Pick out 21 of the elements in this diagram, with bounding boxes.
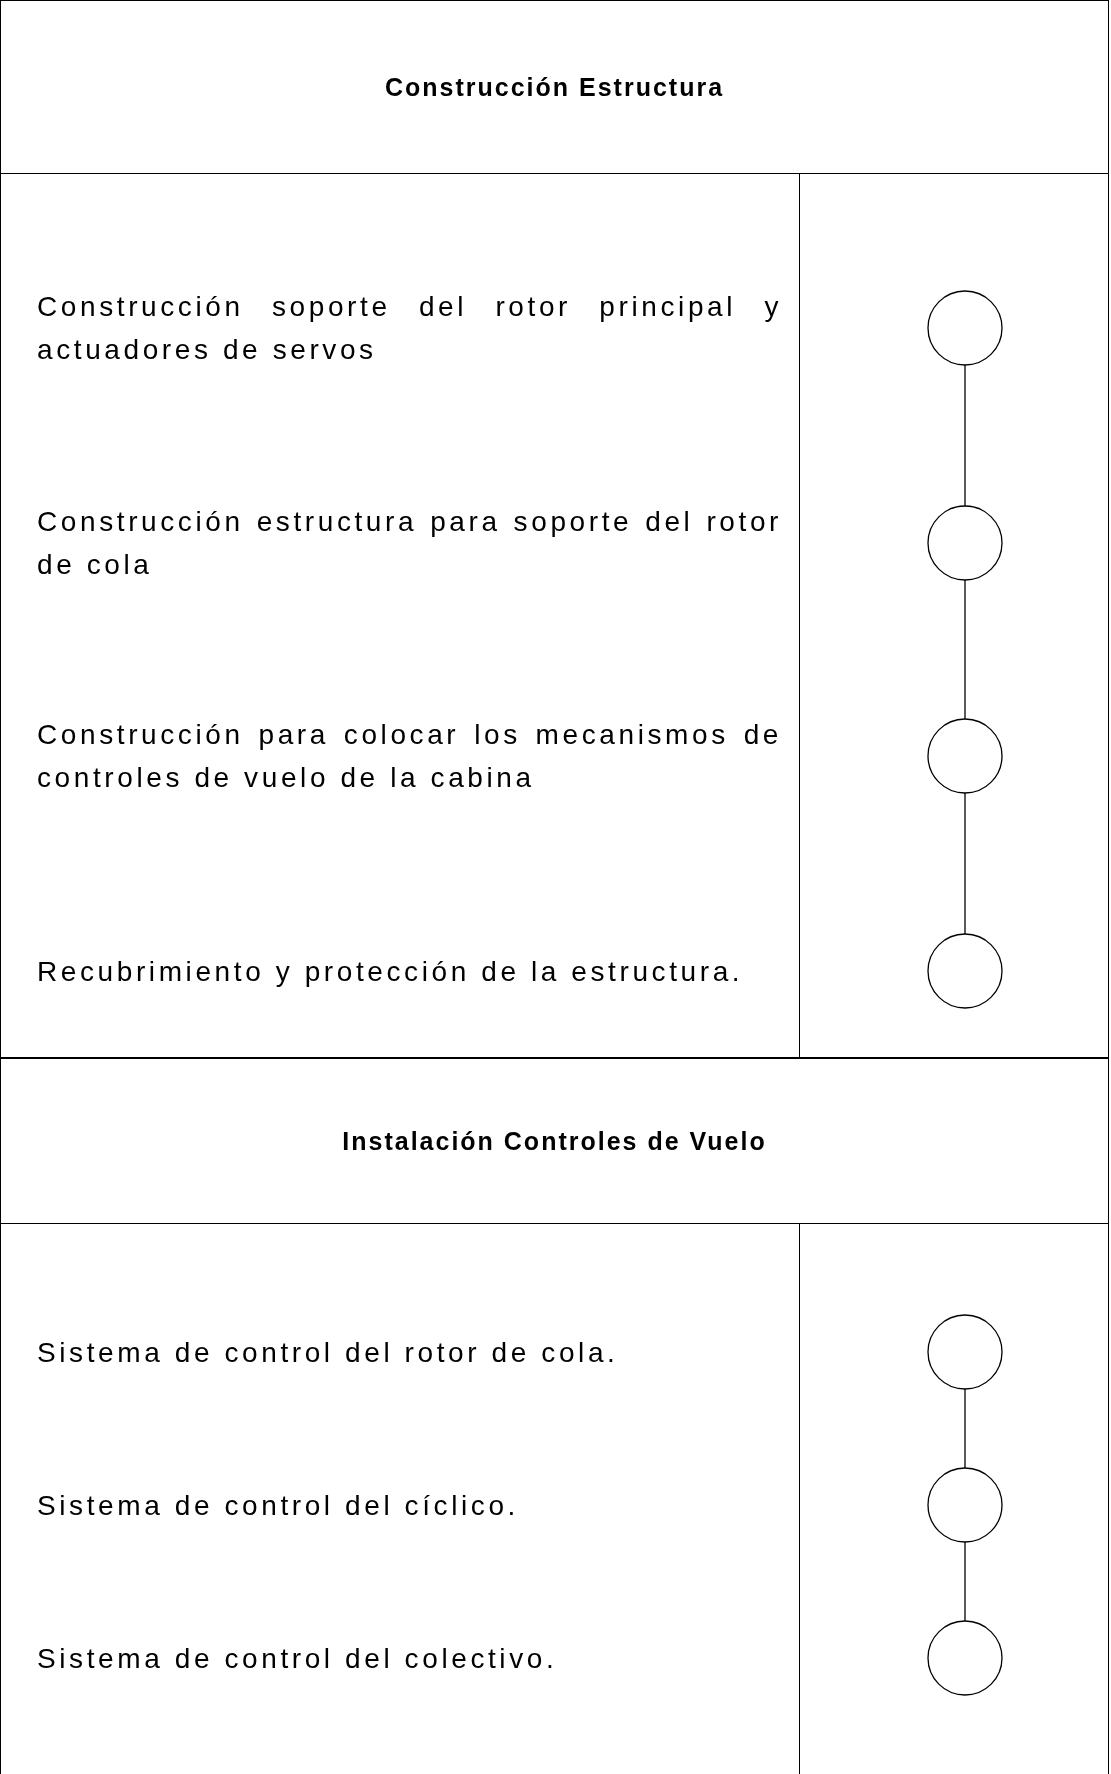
connector-line: [964, 1388, 966, 1469]
step-description: Construcción soporte del rotor principal y actuadores de servos: [37, 290, 782, 367]
connector-line: [964, 792, 966, 935]
step-description: Sistema de control del rotor de cola.: [37, 1335, 620, 1370]
step-description: Sistema de control del cíclico.: [37, 1488, 520, 1523]
milestone-circle: [927, 933, 1003, 1009]
milestone-circle: [927, 1314, 1003, 1390]
milestone-circle: [927, 1620, 1003, 1696]
milestone-circle: [927, 1467, 1003, 1543]
connector-line: [964, 1541, 966, 1622]
connector-line: [964, 579, 966, 720]
step-description: Construcción para colocar los mecanismos de controles de vuelo de la cabina: [37, 718, 782, 795]
milestone-circle: [927, 290, 1003, 366]
connector-line: [964, 364, 966, 507]
step-description: Recubrimiento y protección de la estructura.: [37, 954, 745, 989]
step-description: Sistema de control del colectivo.: [37, 1641, 559, 1676]
milestone-circle: [927, 505, 1003, 581]
milestone-circle: [927, 718, 1003, 794]
section-header: Instalación Controles de Vuelo: [0, 1058, 1109, 1224]
section-header: Construcción Estructura: [0, 0, 1109, 174]
step-description: Construcción estructura para soporte del rotor de cola: [37, 505, 782, 582]
